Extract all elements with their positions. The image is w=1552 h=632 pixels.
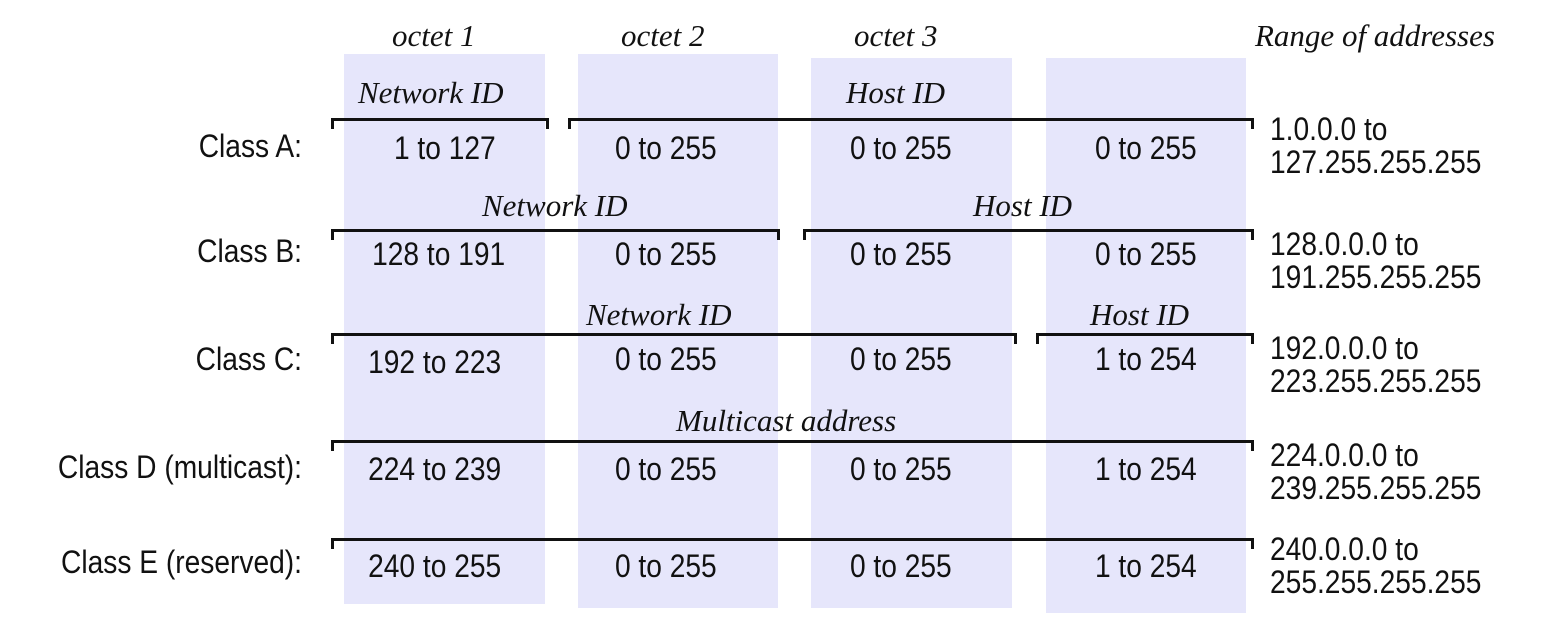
class-b-octet2: 0 to 255 bbox=[615, 236, 717, 272]
class-c-range-start: 192.0.0.0 to bbox=[1270, 330, 1419, 366]
class-b-label: Class B: bbox=[197, 233, 302, 269]
class-a-label: Class A: bbox=[198, 128, 302, 164]
class-b-network-id-label: Network ID bbox=[482, 188, 628, 223]
class-b-network-bracket bbox=[331, 229, 780, 240]
class-a-octet3: 0 to 255 bbox=[849, 130, 952, 166]
range-header: Range of addresses bbox=[1255, 18, 1495, 53]
class-a-range-end: 127.255.255.255 bbox=[1270, 144, 1482, 180]
octet1-band bbox=[344, 54, 545, 604]
class-d-label: Class D (multicast): bbox=[57, 449, 303, 485]
class-c-octet2: 0 to 255 bbox=[615, 341, 717, 377]
class-b-range-start: 128.0.0.0 to bbox=[1270, 226, 1419, 262]
class-d-octet4: 1 to 254 bbox=[1095, 451, 1197, 487]
class-b-range-end: 191.255.255.255 bbox=[1270, 259, 1482, 295]
octet2-band bbox=[578, 54, 778, 608]
class-b-host-id-label: Host ID bbox=[973, 188, 1073, 223]
class-d-range-start: 224.0.0.0 to bbox=[1270, 437, 1419, 473]
class-e-range-start: 240.0.0.0 to bbox=[1270, 531, 1419, 567]
class-b-octet3: 0 to 255 bbox=[849, 236, 952, 272]
class-a-octet1: 1 to 127 bbox=[393, 130, 496, 166]
class-c-range-end: 223.255.255.255 bbox=[1270, 363, 1482, 399]
class-d-octet3: 0 to 255 bbox=[849, 451, 952, 487]
class-a-host-bracket bbox=[568, 118, 1254, 129]
octet1-header: octet 1 bbox=[392, 18, 476, 53]
class-c-host-id-label: Host ID bbox=[1090, 297, 1190, 332]
class-d-multicast-label: Multicast address bbox=[676, 403, 897, 438]
class-a-octet2: 0 to 255 bbox=[615, 130, 717, 166]
class-d-multicast-bracket bbox=[331, 440, 1254, 451]
class-b-octet1: 128 to 191 bbox=[371, 236, 506, 272]
class-b-octet4: 0 to 255 bbox=[1095, 236, 1197, 272]
octet2-header: octet 2 bbox=[621, 18, 705, 53]
class-d-range-end: 239.255.255.255 bbox=[1270, 470, 1482, 506]
class-a-range-start: 1.0.0.0 to bbox=[1270, 111, 1388, 147]
class-c-octet4: 1 to 254 bbox=[1095, 341, 1197, 377]
class-c-octet1: 192 to 223 bbox=[367, 344, 502, 380]
class-e-octet3: 0 to 255 bbox=[849, 548, 952, 584]
class-d-octet2: 0 to 255 bbox=[615, 451, 717, 487]
class-a-octet4: 0 to 255 bbox=[1095, 130, 1197, 166]
class-c-host-bracket bbox=[1036, 333, 1254, 344]
class-c-network-id-label: Network ID bbox=[586, 297, 732, 332]
octet3-header: octet 3 bbox=[854, 18, 938, 53]
class-e-octet4: 1 to 254 bbox=[1095, 548, 1197, 584]
class-c-label: Class C: bbox=[195, 341, 302, 377]
class-e-bracket bbox=[331, 538, 1254, 549]
class-e-octet1: 240 to 255 bbox=[367, 548, 502, 584]
class-e-octet2: 0 to 255 bbox=[615, 548, 717, 584]
class-c-octet3: 0 to 255 bbox=[849, 341, 952, 377]
class-a-host-id-label: Host ID bbox=[846, 75, 946, 110]
class-a-network-id-label: Network ID bbox=[358, 75, 504, 110]
class-e-label: Class E (reserved): bbox=[61, 544, 303, 580]
class-d-octet1: 224 to 239 bbox=[367, 451, 502, 487]
class-a-network-bracket bbox=[331, 118, 549, 129]
class-b-host-bracket bbox=[803, 229, 1254, 240]
class-e-range-end: 255.255.255.255 bbox=[1270, 564, 1482, 600]
class-c-network-bracket bbox=[331, 333, 1017, 344]
